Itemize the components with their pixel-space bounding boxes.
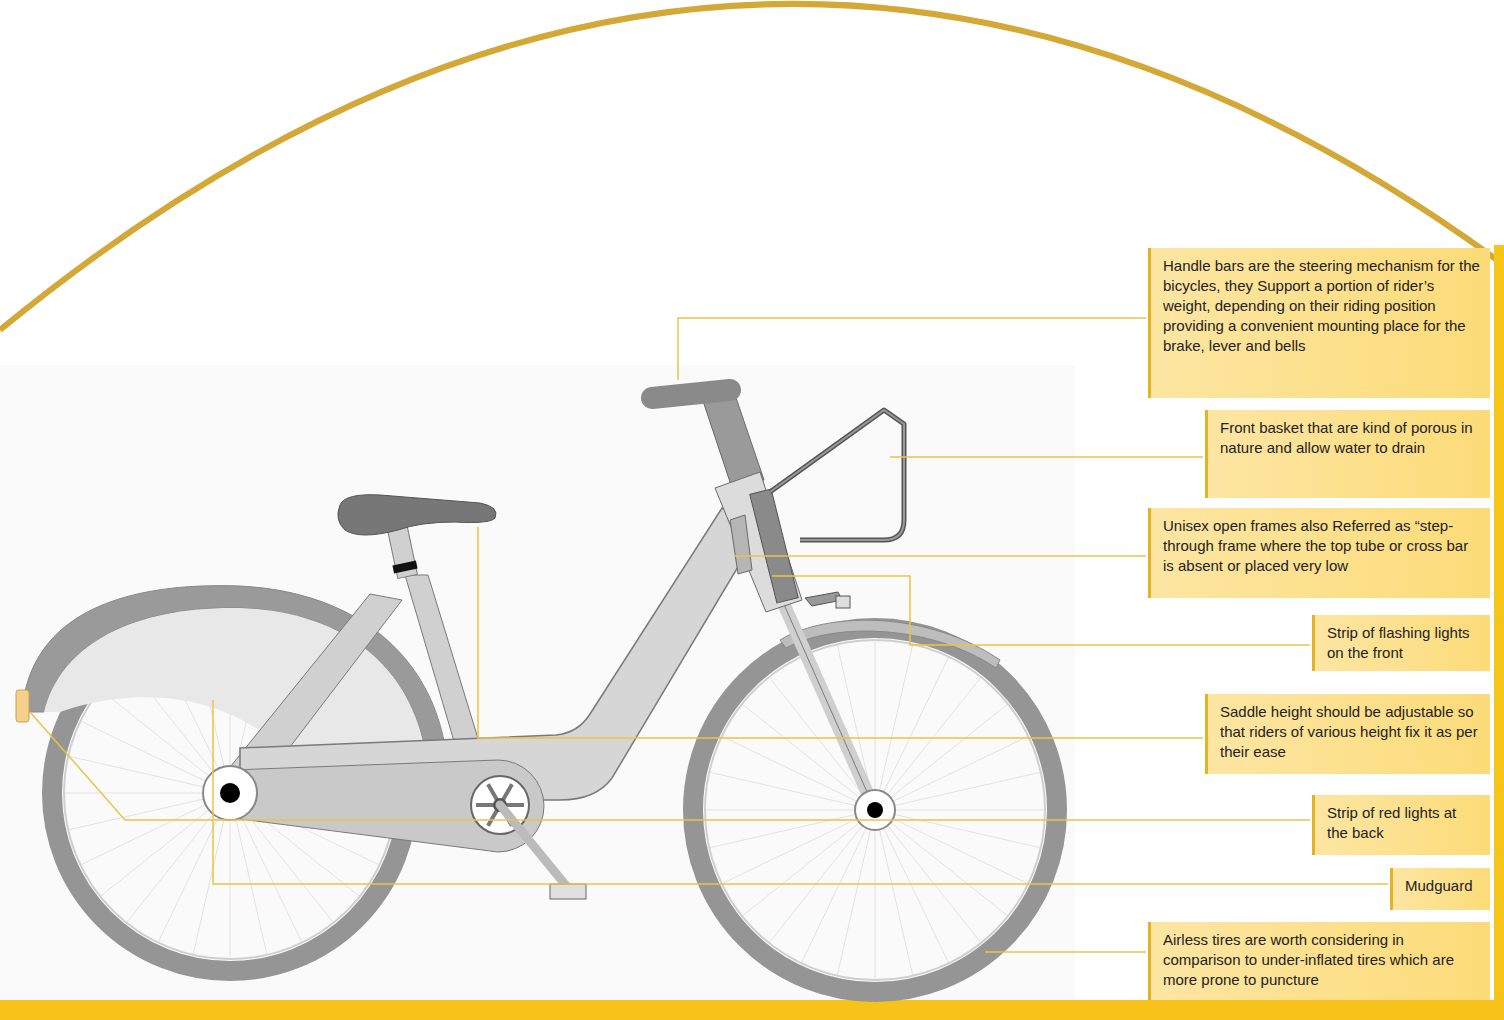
spoke: [875, 737, 1027, 810]
front-tire: [693, 628, 1057, 992]
spoke: [875, 645, 913, 810]
rear-hub: [203, 766, 257, 820]
front-light-strip: [730, 515, 752, 574]
leader-line: [735, 555, 1146, 557]
spoke: [875, 705, 1007, 810]
handlebar-grip: [652, 390, 730, 398]
spoke: [875, 810, 1040, 848]
leader-line: [890, 456, 1203, 458]
seat-tube: [405, 575, 480, 748]
callout-box: Airless tires are worth considering in c…: [1148, 922, 1490, 1000]
front-rim: [705, 640, 1045, 980]
callout-box: Strip of red lights at the back: [1312, 795, 1490, 855]
front-axle: [867, 802, 883, 818]
rear-axle: [220, 783, 240, 803]
head-tube: [715, 472, 802, 612]
callout-text: Strip of red lights at the back: [1327, 803, 1480, 843]
spoke: [743, 810, 875, 915]
spoke: [875, 658, 948, 810]
spoke: [706, 810, 875, 811]
spoke: [723, 810, 875, 883]
callout-box: Handle bars are the steering mechanism f…: [1148, 248, 1490, 398]
spoke: [875, 810, 913, 975]
rear-light: [16, 690, 29, 722]
spoke: [875, 810, 876, 979]
callout-text: Airless tires are worth considering in c…: [1163, 930, 1480, 990]
leader-line: [985, 951, 1146, 953]
leader-line: [478, 527, 1203, 738]
bottom-bar: [0, 1000, 1504, 1020]
spoke: [837, 810, 875, 975]
pedal: [550, 884, 586, 899]
front-hub: [855, 790, 895, 830]
callout-text: Strip of flashing lights on the front: [1327, 623, 1480, 663]
basket-highlight: [770, 410, 904, 540]
spoke: [710, 810, 875, 848]
callout-box: Mudguard: [1390, 868, 1490, 910]
spoke: [875, 810, 948, 962]
leader-line: [678, 318, 1146, 380]
callout-text: Mudguard: [1405, 876, 1480, 896]
spoke: [770, 810, 875, 942]
saddle: [338, 495, 496, 535]
leader-line: [30, 712, 1310, 820]
spoke: [875, 810, 1044, 811]
callout-text: Saddle height should be adjustable so th…: [1220, 702, 1480, 762]
fork-edge: [782, 600, 875, 810]
callout-text: Unisex open frames also Referred as “ste…: [1163, 516, 1480, 576]
spoke: [875, 772, 1040, 810]
callout-text: Front basket that are kind of porous in …: [1220, 418, 1480, 458]
fork: [782, 600, 875, 810]
basket-bracket: [750, 489, 798, 603]
crank-arm: [500, 805, 568, 888]
spoke: [875, 678, 980, 810]
spoke: [802, 810, 875, 962]
callout-box: Saddle height should be adjustable so th…: [1205, 694, 1490, 774]
callout-box: Unisex open frames also Referred as “ste…: [1148, 508, 1490, 598]
callout-box: Front basket that are kind of porous in …: [1205, 410, 1490, 498]
seat-clamp: [392, 561, 417, 574]
illustration-ground: [0, 365, 1075, 1000]
bell: [836, 596, 850, 608]
spoke: [875, 641, 876, 810]
spoke: [875, 810, 1007, 915]
spoke: [875, 810, 980, 942]
step-through-frame: [240, 508, 760, 800]
callout-text: Handle bars are the steering mechanism f…: [1163, 256, 1480, 356]
callout-box: Strip of flashing lights on the front: [1312, 615, 1490, 671]
spoke: [710, 772, 875, 810]
side-bar: [1494, 245, 1504, 1005]
front-basket: [770, 410, 904, 540]
leader-lines: [30, 318, 1388, 952]
spoke: [875, 810, 1027, 883]
